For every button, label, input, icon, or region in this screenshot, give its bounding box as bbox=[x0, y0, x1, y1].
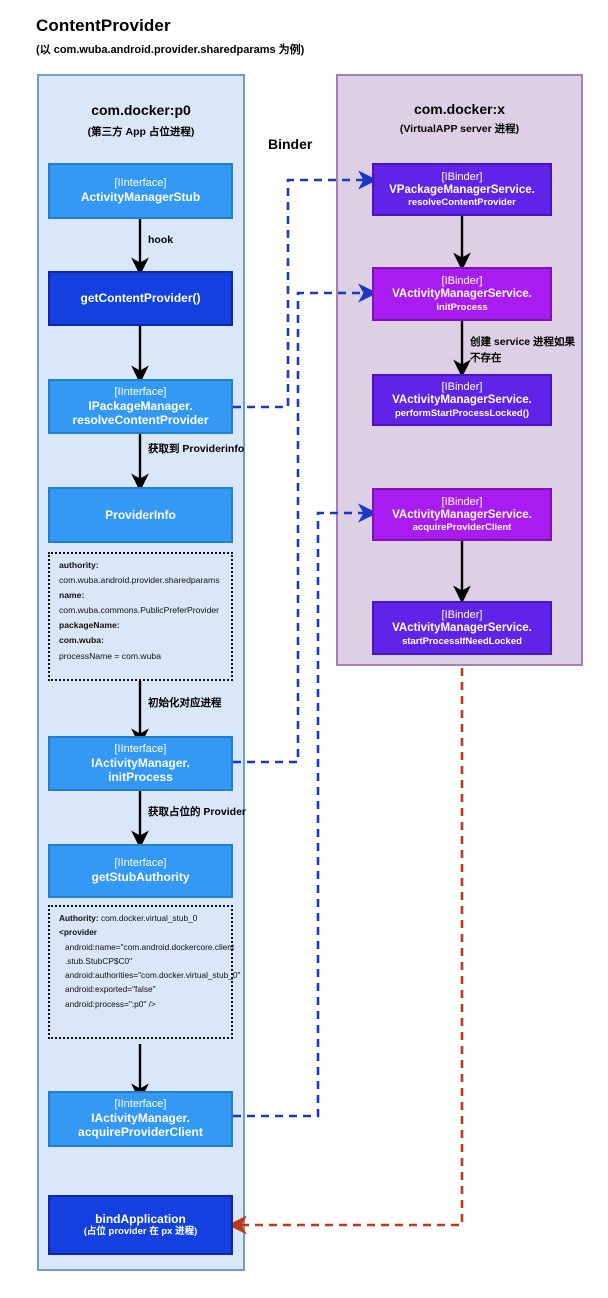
page-subtitle: (以 com.wuba.android.provider.sharedparam… bbox=[36, 44, 305, 56]
node-sublabel: startProcessIfNeedLocked bbox=[402, 635, 522, 647]
node-sublabel: performStartProcessLocked() bbox=[394, 407, 530, 419]
info-key: Authority: bbox=[59, 913, 99, 923]
stub-authority-details: Authority: com.docker.virtual_stub_0 <pr… bbox=[48, 905, 241, 1039]
info-row: android:name="com.android.dockercore.cli… bbox=[65, 941, 235, 952]
node-label-line2: acquireProviderClient bbox=[78, 1125, 203, 1140]
node-tag: [IInterface] bbox=[114, 857, 167, 870]
info-row: android:exported="false" bbox=[65, 984, 156, 995]
info-row: authority: bbox=[59, 560, 99, 570]
node-vpackagemanagerservice-resolve-content-provider[interactable]: [IBinder] VPackageManagerService. resolv… bbox=[372, 163, 552, 216]
node-tag: [IInterface] bbox=[114, 1098, 167, 1111]
info-row: name: bbox=[59, 590, 85, 601]
node-label: bindApplication bbox=[95, 1212, 186, 1227]
node-label-line1: IActivityManager. bbox=[91, 755, 190, 770]
node-vactivitymanagerservice-perform-start-process-locked[interactable]: [IBinder] VActivityManagerService. perfo… bbox=[372, 374, 552, 426]
node-label: VPackageManagerService. bbox=[389, 183, 535, 196]
edge-label-create-service-process-cont: 不存在 bbox=[470, 352, 502, 364]
left-process-title: com.docker:p0 bbox=[91, 102, 191, 118]
node-label: VActivityManagerService. bbox=[392, 622, 532, 635]
edge-label-hook: hook bbox=[148, 234, 174, 246]
edge-label-init-process: 初始化对应进程 bbox=[148, 697, 222, 709]
node-get-content-provider[interactable]: getContentProvider() bbox=[48, 271, 233, 326]
node-bind-application[interactable]: bindApplication (占位 provider 在 px 进程) bbox=[48, 1195, 233, 1255]
info-row: com.wuba.commons.PublicPreferProvider bbox=[59, 605, 219, 616]
node-label: getContentProvider() bbox=[80, 291, 201, 306]
node-sublabel: initProcess bbox=[436, 301, 488, 313]
node-label-line2: initProcess bbox=[108, 769, 173, 784]
node-label-line2: resolveContentProvider bbox=[72, 412, 209, 427]
info-value: com.docker.virtual_stub_0 bbox=[100, 913, 198, 923]
info-row: com.wuba.android.provider.sharedparams bbox=[59, 575, 220, 586]
node-sublabel: acquireProviderClient bbox=[412, 522, 512, 534]
edge-label-get-stub-provider: 获取占位的 Provider bbox=[148, 806, 247, 818]
node-label: VActivityManagerService. bbox=[392, 394, 532, 407]
node-tag: [IInterface] bbox=[114, 742, 167, 755]
node-tag: [IBinder] bbox=[441, 609, 483, 622]
node-get-stub-authority[interactable]: [IInterface] getStubAuthority bbox=[48, 844, 233, 898]
info-row: .stub.StubCP$C0" bbox=[65, 955, 133, 966]
node-iactivitymanager-init-process[interactable]: [IInterface] IActivityManager. initProce… bbox=[48, 736, 233, 791]
node-tag: [IBinder] bbox=[441, 170, 483, 183]
node-tag: [IInterface] bbox=[114, 177, 167, 190]
node-label-line1: IActivityManager. bbox=[91, 1111, 190, 1126]
node-vactivitymanagerservice-acquire-provider-client[interactable]: [IBinder] VActivityManagerService. acqui… bbox=[372, 488, 552, 541]
node-vactivitymanagerservice-init-process[interactable]: [IBinder] VActivityManagerService. initP… bbox=[372, 267, 552, 321]
node-iactivitymanager-acquire-provider-client[interactable]: [IInterface] IActivityManager. acquirePr… bbox=[48, 1091, 233, 1147]
info-row: packageName: bbox=[59, 620, 120, 631]
node-vactivitymanagerservice-start-process-if-need-locked[interactable]: [IBinder] VActivityManagerService. start… bbox=[372, 601, 552, 655]
node-label-line1: IPackageManager. bbox=[88, 398, 193, 413]
right-process-title: com.docker:x bbox=[413, 101, 506, 117]
node-sublabel: resolveContentProvider bbox=[408, 197, 516, 209]
info-row: Authority: com.docker.virtual_stub_0 bbox=[59, 914, 222, 922]
node-tag: [IBinder] bbox=[441, 381, 483, 394]
info-row: <provider bbox=[59, 927, 98, 938]
node-tag: [IBinder] bbox=[441, 275, 483, 288]
right-process-subtitle: (VirtualAPP server 进程) bbox=[399, 123, 520, 135]
edge-label-create-service-process: 创建 service 进程如果 bbox=[470, 336, 576, 348]
node-label: VActivityManagerService. bbox=[392, 508, 532, 521]
node-tag: [IInterface] bbox=[114, 385, 167, 398]
info-row: com.wuba: bbox=[59, 635, 104, 646]
edge-label-get-providerinfo: 获取到 Providerinfo bbox=[148, 443, 245, 455]
info-row: android:process=":p0" /> bbox=[65, 998, 156, 1009]
node-provider-info[interactable]: ProviderInfo bbox=[48, 487, 233, 543]
left-process-subtitle: (第三方 App 占位进程) bbox=[87, 126, 195, 138]
provider-info-details: authority: com.wuba.android.provider.sha… bbox=[48, 552, 233, 681]
node-tag: [IBinder] bbox=[441, 495, 483, 508]
info-row: processName = com.wuba bbox=[59, 650, 161, 661]
binder-label: Binder bbox=[268, 136, 313, 152]
info-row: android:authorities="com.docker.virtual_… bbox=[65, 970, 241, 981]
node-ipackagemanager-resolve-content-provider[interactable]: [IInterface] IPackageManager. resolveCon… bbox=[48, 379, 233, 434]
node-activity-manager-stub[interactable]: [IInterface] ActivityManagerStub bbox=[48, 163, 233, 219]
node-label: ActivityManagerStub bbox=[80, 190, 201, 205]
page-title: ContentProvider bbox=[36, 16, 171, 35]
node-label: getStubAuthority bbox=[91, 870, 190, 885]
node-label: ProviderInfo bbox=[105, 507, 176, 522]
node-label: VActivityManagerService. bbox=[392, 288, 532, 301]
node-sublabel: (占位 provider 在 px 进程) bbox=[83, 1226, 198, 1238]
